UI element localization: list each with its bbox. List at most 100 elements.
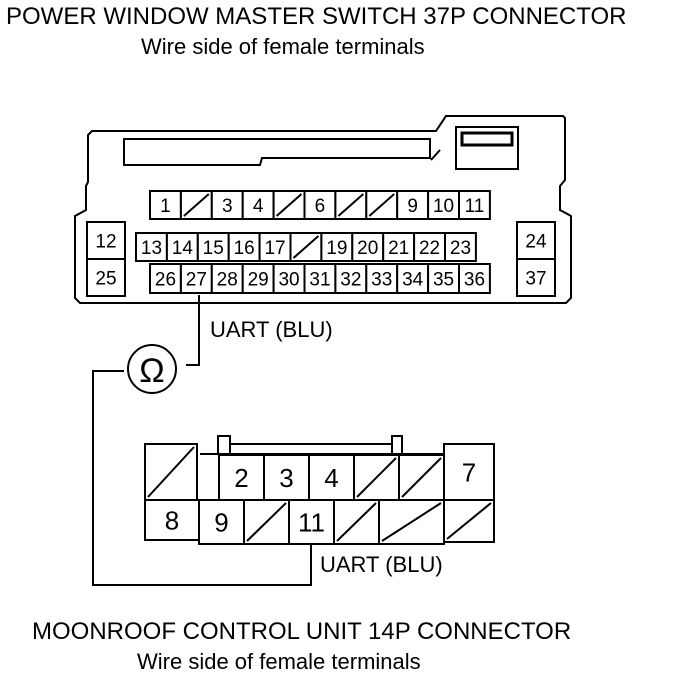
terminal-number: 31: [309, 269, 330, 290]
terminal-number: 33: [371, 269, 392, 290]
empty-terminal: [272, 190, 306, 220]
terminal-22: 22: [413, 232, 447, 262]
top-connector-subtitle: Wire side of female terminals: [141, 34, 425, 59]
terminal-number: 32: [340, 269, 361, 290]
terminal-14: 14: [165, 232, 199, 262]
bottom-wire-label: UART (BLU): [320, 552, 443, 577]
terminal-number: 35: [433, 269, 454, 290]
terminal-37: 37: [516, 258, 556, 297]
bottom-connector-title: MOONROOF CONTROL UNIT 14P CONNECTOR: [32, 618, 572, 645]
empty-terminal: [365, 190, 399, 220]
empty-terminal: [443, 499, 495, 543]
terminal-number: 37: [525, 268, 546, 289]
terminal-10: 10: [427, 190, 461, 220]
terminal-33: 33: [365, 263, 399, 294]
top-connector-housing: [74, 115, 572, 304]
terminal-15: 15: [196, 232, 230, 262]
terminal-number: 20: [357, 238, 378, 259]
terminal-number: 3: [279, 463, 293, 493]
terminal-36: 36: [458, 263, 491, 294]
empty-terminal: [144, 443, 198, 501]
terminal-19: 19: [320, 232, 354, 262]
terminal-number: 1: [160, 196, 171, 217]
terminal-number: 4: [253, 196, 264, 217]
terminal-number: 26: [155, 269, 176, 290]
terminal-27: 27: [179, 263, 213, 294]
terminal-number: 16: [234, 238, 255, 259]
terminal-12: 12: [86, 221, 126, 260]
terminal-13: 13: [135, 232, 168, 262]
terminal-9: 9: [198, 499, 245, 545]
empty-terminal: [353, 454, 400, 501]
terminal-28: 28: [210, 263, 244, 294]
terminal-number: 11: [465, 196, 485, 217]
terminal-35: 35: [427, 263, 461, 294]
terminal-number: 28: [217, 269, 238, 290]
terminal-number: 7: [462, 457, 476, 487]
terminal-34: 34: [396, 263, 430, 294]
terminal-1: 1: [149, 190, 182, 220]
terminal-number: 2: [234, 463, 248, 493]
terminal-24: 24: [516, 221, 556, 260]
bottom-connector-housing: [200, 435, 444, 455]
empty-terminal: [333, 499, 380, 545]
empty-terminal: [398, 454, 445, 501]
ohmmeter: Ω: [127, 344, 177, 394]
terminal-number: 11: [298, 507, 325, 537]
terminal-26: 26: [149, 263, 182, 294]
terminal-31: 31: [303, 263, 337, 294]
terminal-number: 21: [388, 238, 409, 259]
terminal-number: 14: [172, 238, 194, 259]
terminal-23: 23: [444, 232, 477, 262]
terminal-number: 27: [186, 269, 207, 290]
terminal-number: 3: [222, 196, 233, 217]
terminal-number: 19: [326, 238, 347, 259]
empty-terminal: [378, 499, 445, 545]
terminal-11: 11: [288, 499, 335, 545]
terminal-number: 6: [315, 196, 326, 217]
terminal-number: 9: [214, 507, 228, 537]
terminal-21: 21: [382, 232, 416, 262]
terminal-32: 32: [334, 263, 368, 294]
terminal-number: 29: [248, 269, 269, 290]
terminal-8: 8: [144, 499, 200, 541]
terminal-30: 30: [272, 263, 306, 294]
terminal-number: 22: [419, 238, 440, 259]
terminal-number: 13: [141, 238, 162, 259]
terminal-29: 29: [241, 263, 275, 294]
empty-terminal: [179, 190, 213, 220]
terminal-2: 2: [218, 454, 265, 501]
ohm-symbol: Ω: [139, 352, 164, 390]
terminal-3: 3: [210, 190, 244, 220]
terminal-number: 24: [525, 231, 547, 252]
terminal-number: 23: [450, 238, 471, 259]
terminal-11: 11: [458, 190, 491, 220]
terminal-16: 16: [227, 232, 261, 262]
terminal-number: 8: [165, 505, 179, 535]
empty-terminal: [334, 190, 368, 220]
terminal-9: 9: [396, 190, 430, 220]
terminal-6: 6: [303, 190, 337, 220]
terminal-number: 12: [95, 231, 116, 252]
terminal-number: 10: [433, 196, 454, 217]
terminal-number: 15: [203, 238, 224, 259]
terminal-17: 17: [258, 232, 292, 262]
empty-terminal: [289, 232, 323, 262]
terminal-number: 9: [407, 196, 418, 217]
top-wire-label: UART (BLU): [210, 317, 333, 342]
terminal-25: 25: [86, 258, 126, 297]
terminal-4: 4: [241, 190, 275, 220]
terminal-7: 7: [443, 443, 495, 501]
terminal-number: 36: [464, 269, 485, 290]
top-connector-title: POWER WINDOW MASTER SWITCH 37P CONNECTOR: [6, 3, 627, 30]
terminal-number: 17: [264, 238, 285, 259]
empty-terminal: [243, 499, 290, 545]
terminal-number: 34: [402, 269, 424, 290]
terminal-number: 25: [95, 268, 116, 289]
terminal-4: 4: [308, 454, 355, 501]
terminal-3: 3: [263, 454, 310, 501]
terminal-number: 30: [278, 269, 299, 290]
terminal-20: 20: [351, 232, 385, 262]
terminal-number: 4: [324, 463, 338, 493]
